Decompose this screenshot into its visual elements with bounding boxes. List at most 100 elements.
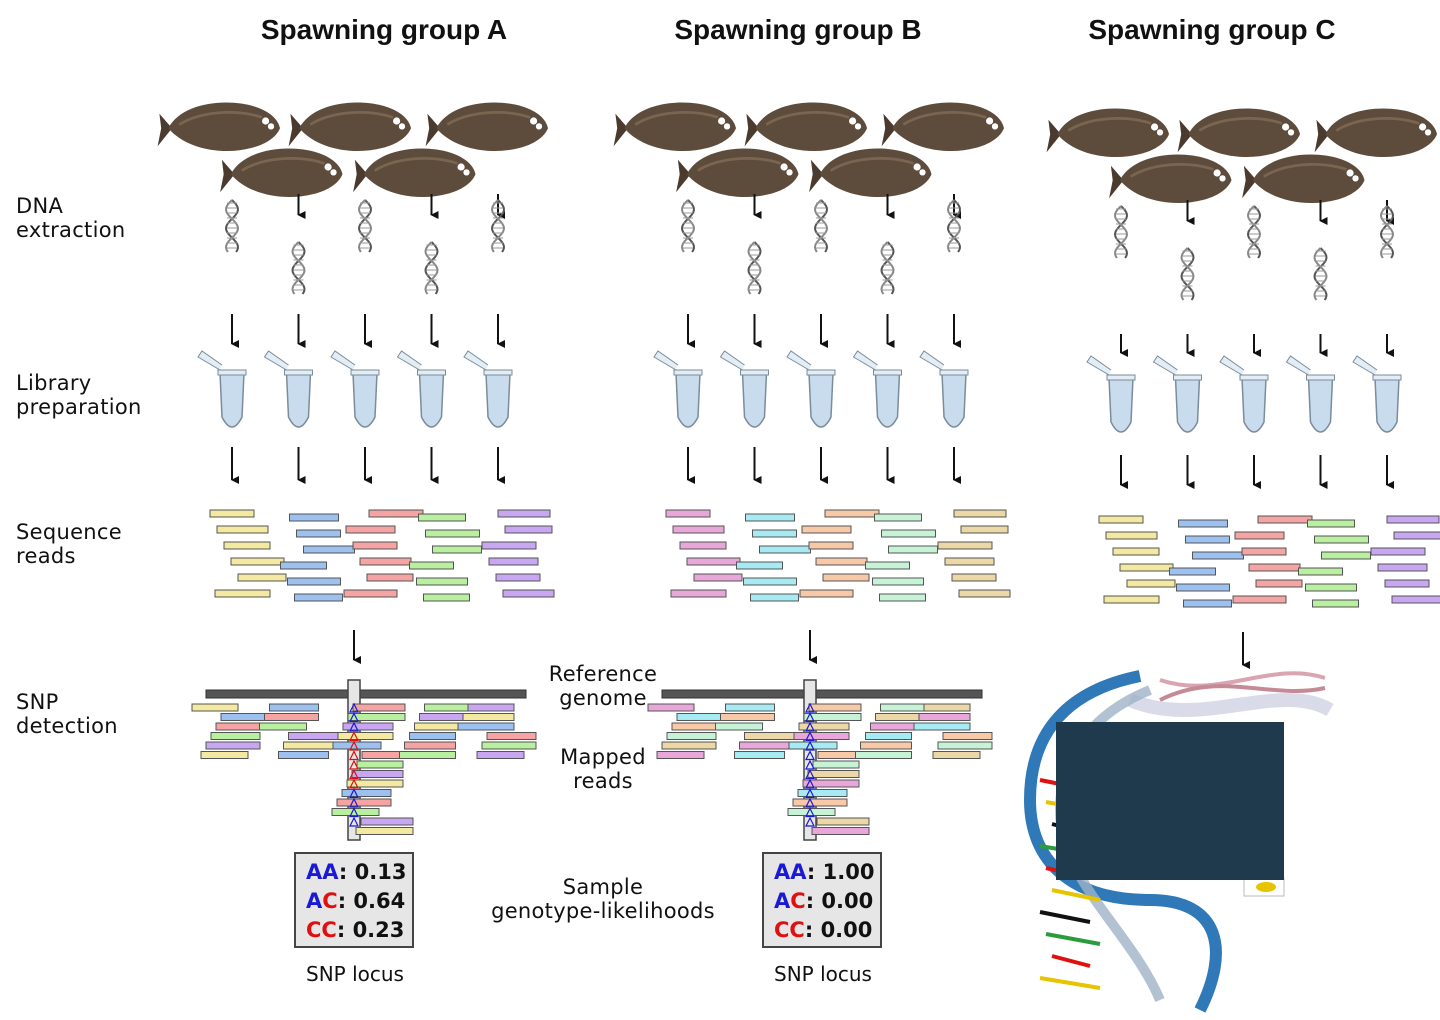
flatfish-icon xyxy=(676,148,799,198)
genotype-row-aa: AA: 1.00 xyxy=(774,860,875,884)
dna-reef-illustration xyxy=(1023,670,1334,1013)
sequence-read xyxy=(289,513,339,522)
tube-lid xyxy=(1352,355,1378,376)
tube-lid xyxy=(719,350,745,371)
genotype-row-cc: CC: 0.00 xyxy=(774,918,873,942)
tube-icon xyxy=(263,350,313,428)
fish-eye xyxy=(849,117,857,125)
flatfish-icon xyxy=(744,102,867,152)
sequence-read xyxy=(720,713,775,721)
fish-eye xyxy=(1151,123,1159,131)
sequence-read xyxy=(787,808,836,816)
allele-a-mark xyxy=(805,816,815,827)
genotype-row-ac: AC: 0.00 xyxy=(774,889,874,913)
sequence-read xyxy=(801,525,852,534)
sequence-read xyxy=(715,722,763,731)
step-reads-line1: Sequence xyxy=(16,520,122,544)
tube-body xyxy=(808,372,834,428)
sequence-read xyxy=(1112,547,1160,556)
dna-helix-icon xyxy=(424,241,439,295)
sequence-read xyxy=(1257,515,1313,524)
tube-rim xyxy=(417,369,446,376)
fish-tail xyxy=(353,159,368,193)
sequence-read xyxy=(296,529,341,538)
sequence-read xyxy=(937,741,993,750)
group-a-title: Spawning group A xyxy=(260,14,508,45)
allele-2: C xyxy=(321,918,337,942)
tube-body xyxy=(874,372,901,428)
sequence-read xyxy=(1176,583,1230,592)
sequence-read xyxy=(283,741,341,750)
likelihoods-line2: genotype-likelihoods xyxy=(491,899,715,923)
flatfish-icon xyxy=(1242,154,1365,204)
tube-icon xyxy=(197,350,247,428)
tube-icon xyxy=(786,350,836,428)
sequence-read xyxy=(860,741,912,750)
genotype-likelihood-box-a: AA: 0.13 AC: 0.64 CC: 0.23 xyxy=(294,852,414,948)
fish-fin-line xyxy=(1335,117,1420,132)
sequence-read xyxy=(744,732,797,740)
sequence-read xyxy=(457,722,515,731)
likelihoods-line1: Sample xyxy=(562,875,644,899)
genotype-row-aa: AA: 0.13 xyxy=(306,860,407,884)
step-dna-line1: DNA xyxy=(16,194,64,218)
sequence-read xyxy=(880,703,936,712)
fish-eye xyxy=(1219,175,1226,182)
tube-lid xyxy=(1086,355,1112,376)
allele-2: A xyxy=(790,860,807,884)
tube-icon xyxy=(1219,355,1269,433)
sequence-read xyxy=(918,713,971,721)
snp-locus-label-a: SNP locus xyxy=(306,962,404,986)
fish-tail xyxy=(288,113,303,147)
sequence-read xyxy=(1126,579,1176,588)
flatfish-icon xyxy=(220,148,343,198)
sequence-read xyxy=(351,770,404,778)
helix-strand xyxy=(224,199,239,253)
sequence-read xyxy=(822,573,870,582)
tube-icon xyxy=(919,350,969,428)
sequence-read xyxy=(865,561,910,570)
sequence-read xyxy=(670,589,727,598)
helix-strand xyxy=(291,241,306,295)
allele-a-mark xyxy=(349,712,359,723)
tube-body xyxy=(1174,377,1201,433)
tube-rim xyxy=(740,369,769,376)
fish-fin-line xyxy=(634,111,719,126)
dna-helix-icon xyxy=(1379,205,1395,259)
sequence-read xyxy=(288,732,341,740)
sequence-read xyxy=(817,751,872,759)
mapped-reads-label: Mapped reads xyxy=(513,745,693,793)
sequence-read xyxy=(209,509,255,518)
tube-body xyxy=(219,372,245,428)
sequence-read xyxy=(191,703,239,712)
helix-strand xyxy=(225,199,240,253)
sequence-read xyxy=(1312,599,1359,608)
tube-body xyxy=(1241,377,1267,433)
allele-a-mark xyxy=(349,797,359,808)
allele-1: A xyxy=(774,889,791,913)
sequence-read xyxy=(792,798,848,807)
sequence-read xyxy=(888,545,938,554)
sequence-read xyxy=(1119,563,1174,572)
sequence-read xyxy=(811,827,870,835)
sequence-read xyxy=(1169,567,1216,576)
dna-helix-icon xyxy=(1113,205,1129,259)
helix-blue-strand xyxy=(1023,670,1222,1013)
tube-icon xyxy=(396,350,446,428)
sequence-read xyxy=(870,722,924,731)
reef-coral xyxy=(1100,746,1240,834)
sequence-read xyxy=(815,557,868,566)
sequence-read xyxy=(345,525,396,534)
sequence-read xyxy=(352,703,406,712)
helix-pink-strand xyxy=(1159,684,1326,702)
tube-lid xyxy=(396,350,422,371)
tube-body xyxy=(285,372,312,428)
fish-fin-line xyxy=(829,157,914,172)
sequence-read xyxy=(1377,563,1428,572)
reef-coral xyxy=(1100,748,1180,792)
sequence-read xyxy=(759,545,811,554)
genotype-row-ac: AC: 0.64 xyxy=(306,889,406,913)
sequence-read xyxy=(1386,515,1440,524)
tube-rim xyxy=(806,369,836,376)
helix-strand xyxy=(947,199,962,253)
